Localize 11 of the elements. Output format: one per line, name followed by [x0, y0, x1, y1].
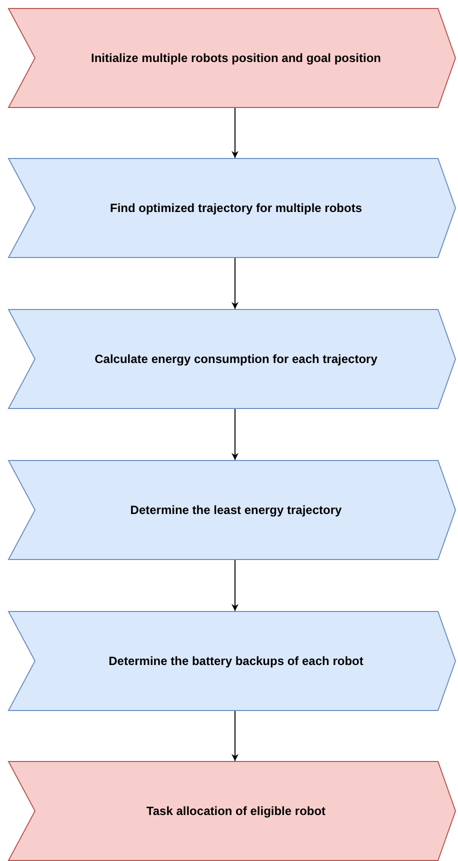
arrow: [232, 408, 238, 460]
step-text: Determine the least energy trajectory: [130, 503, 342, 517]
arrow: [232, 108, 238, 158]
arrow: [232, 560, 238, 612]
step-text: Calculate energy consumption for each trajectory: [94, 352, 378, 366]
step-text: Find optimized trajectory for multiple robots: [110, 201, 362, 215]
step-text: Determine the battery backups of each robot: [108, 654, 364, 668]
arrow: [232, 258, 238, 310]
arrow: [232, 710, 238, 762]
step-text: Initialize multiple robots position and goal position: [91, 51, 381, 65]
step-text: Task allocation of eligible robot: [146, 804, 326, 818]
